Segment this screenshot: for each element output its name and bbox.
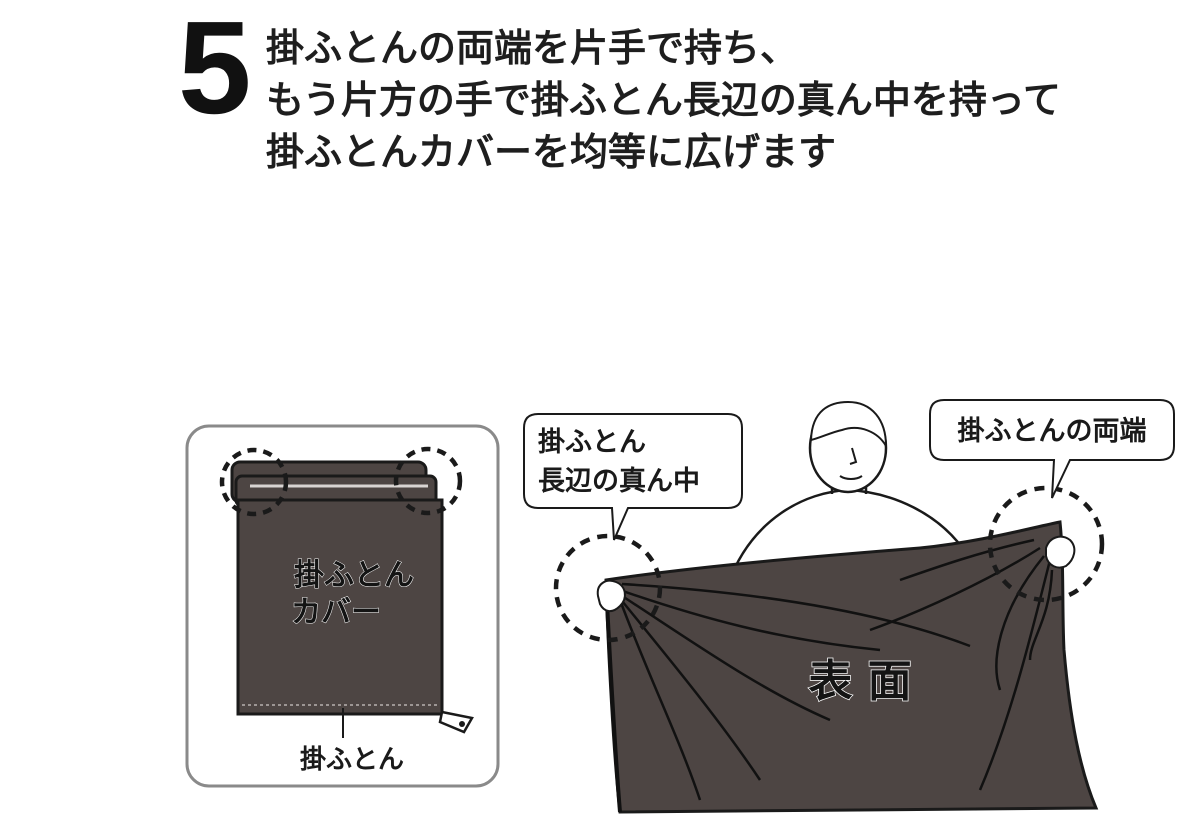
cover-label-line-2: カバー (291, 595, 381, 630)
callout-middle: 掛ふとん 長辺の真ん中 (523, 413, 743, 541)
step-number: 5 (178, 0, 251, 141)
hand-left (596, 579, 626, 612)
corner-circle-left (219, 447, 289, 517)
fold-right-5 (1028, 569, 1054, 661)
fold-left-1 (613, 586, 881, 652)
callout-middle-bubble (523, 413, 743, 541)
futon-label: 掛ふとん (300, 745, 404, 775)
callout-ends: 掛ふとんの両端 (929, 399, 1175, 499)
zipper-pull (438, 710, 474, 734)
duvet: 表 面 (596, 520, 1099, 814)
instruction-line-3: 掛ふとんカバーを均等に広げます (266, 130, 837, 174)
fold-right-1 (869, 546, 1041, 632)
callout-ends-bubble (929, 399, 1175, 499)
instruction-line-2: もう片方の手で掛ふとん長辺の真ん中を持って (266, 78, 1061, 122)
person-hair (809, 400, 888, 450)
callout-middle-line-1: 掛ふとん (538, 427, 646, 458)
inset-panel: 掛ふとん カバー 掛ふとん (185, 424, 500, 788)
cover-body (236, 498, 444, 716)
grip-circle-middle (553, 533, 663, 643)
fold-right-2 (995, 555, 1045, 691)
instruction-line-1: 掛ふとんの両端を片手で持ち、 (266, 26, 799, 70)
fold-left-5 (621, 582, 971, 648)
hand-right (1045, 535, 1076, 569)
fold-left-3 (617, 595, 762, 781)
corner-circle-right (393, 446, 463, 516)
fold-right-4 (899, 538, 1035, 582)
surface-label: 表 面 (808, 656, 911, 707)
zipper-hole (459, 721, 465, 727)
grip-circle-end (987, 485, 1105, 603)
fold-left-4 (618, 599, 702, 801)
callout-middle-line-2: 長辺の真ん中 (538, 466, 700, 497)
callout-ends-text: 掛ふとんの両端 (958, 416, 1147, 447)
instruction-text: 掛ふとんの両端を片手で持ち、 もう片方の手で掛ふとん長辺の真ん中を持って 掛ふと… (266, 22, 1061, 178)
duvet-left-edge (604, 583, 622, 813)
fold-right-3 (978, 559, 1052, 791)
fold-left-2 (615, 590, 831, 722)
cover-label-line-1: 掛ふとん (294, 558, 414, 593)
person-face (839, 447, 863, 480)
